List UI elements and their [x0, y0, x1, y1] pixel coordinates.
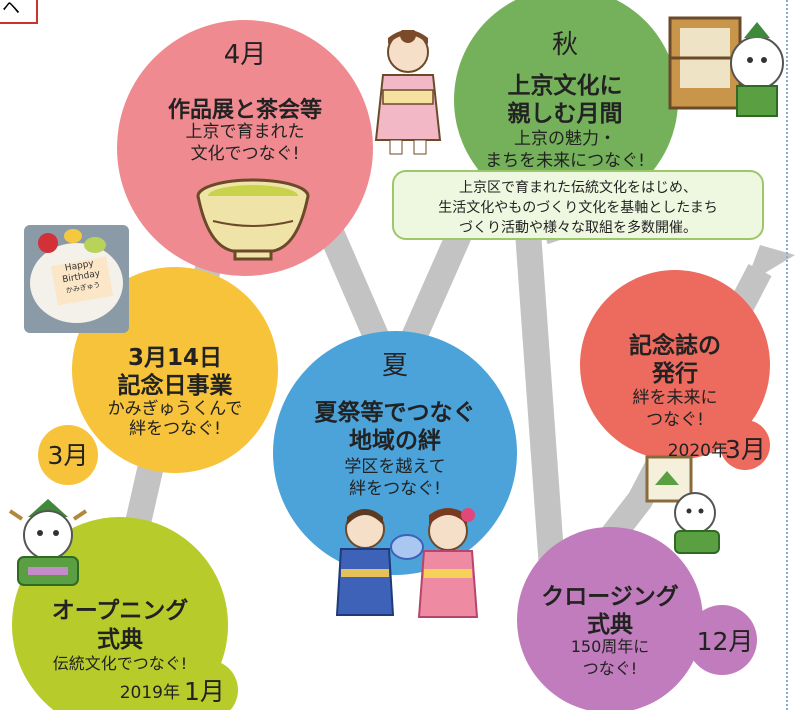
autumn-title-2: 親しむ月間 — [507, 101, 623, 127]
publication-circle — [580, 270, 770, 460]
closing-title-2: 式典 — [587, 612, 633, 638]
opening-month-bubble — [178, 660, 238, 710]
march-month-label: 3月 — [47, 441, 89, 470]
summer-title-1: 夏祭等でつなぐ — [314, 400, 476, 426]
publication-subtitle-2: つなぐ! — [646, 410, 704, 430]
opening-year-label: 2019年 — [119, 683, 180, 703]
publication-month-bubble — [720, 420, 770, 470]
summer-subtitle-2: 絆をつなぐ! — [349, 479, 441, 499]
autumn-info-line-3: づくり活動や様々な取組を多数開催。 — [459, 220, 697, 236]
autumn-subtitle-1: 上京の魅力・ — [514, 129, 616, 149]
corner-tab-label: ヘ — [2, 0, 20, 19]
opening-title-2: 式典 — [97, 627, 143, 653]
publication-subtitle-1: 絆を未来に — [632, 388, 718, 408]
loom-mascot-icon — [668, 16, 784, 117]
birthday-cake-photo: Happy Birthday かみぎゅう — [24, 225, 129, 333]
publication-title-1: 記念誌の — [629, 333, 721, 359]
arrow-head-icon — [745, 245, 795, 285]
autumn-title-1: 上京文化に — [507, 73, 623, 99]
closing-circle — [517, 527, 703, 710]
mascot-icon — [8, 499, 88, 586]
summer-season-label: 夏 — [381, 351, 408, 381]
summer-subtitle-1: 学区を越えて — [344, 457, 446, 477]
opening-title-1: オープニング — [51, 598, 189, 624]
april-subtitle-1: 上京で育まれた — [185, 122, 305, 142]
closing-month-bubble — [687, 605, 757, 675]
closing-subtitle-1: 150周年に — [570, 637, 650, 656]
march-subtitle-2: 絆をつなぐ! — [129, 419, 221, 439]
publication-title-2: 発行 — [652, 361, 698, 387]
march-title-2: 記念日事業 — [117, 373, 233, 399]
publication-year-label: 2020年 — [667, 441, 728, 461]
page-divider — [786, 0, 788, 710]
autumn-subtitle-2: まちを未来につなぐ! — [485, 151, 645, 171]
april-subtitle-2: 文化でつなぐ! — [190, 144, 300, 164]
april-circle — [117, 20, 373, 276]
corner-tab: ヘ — [0, 0, 38, 24]
closing-title-1: クロージング — [541, 584, 679, 610]
autumn-season-label: 秋 — [551, 30, 578, 60]
march-subtitle-1: かみぎゅうくんで — [107, 399, 243, 419]
autumn-info-line-2: 生活文化やものづくり文化を基軸としたまち — [438, 200, 718, 216]
april-title: 作品展と茶会等 — [167, 98, 322, 123]
closing-subtitle-2: つなぐ! — [582, 659, 638, 678]
summer-title-2: 地域の絆 — [349, 428, 441, 454]
opening-month-label: 1月 — [184, 677, 225, 706]
tea-bowl-icon — [196, 178, 310, 261]
autumn-circle — [454, 0, 678, 212]
opening-subtitle: 伝統文化でつなぐ! — [52, 654, 188, 673]
painting-mascot-icon — [645, 455, 720, 554]
publication-month-label: 3月 — [725, 435, 766, 464]
kimono-girl-icon — [374, 30, 442, 155]
march-month-bubble — [38, 425, 98, 485]
march-title-1: 3月14日 — [127, 345, 222, 371]
april-month-label: 4月 — [223, 40, 267, 70]
closing-month-label: 12月 — [696, 627, 754, 656]
autumn-info-box: 上京区で育まれた伝統文化をはじめ、 生活文化やものづくり文化を基軸としたまち づ… — [392, 170, 764, 240]
children-yukata-icon — [335, 508, 479, 618]
autumn-info-line-1: 上京区で育まれた伝統文化をはじめ、 — [459, 180, 697, 196]
